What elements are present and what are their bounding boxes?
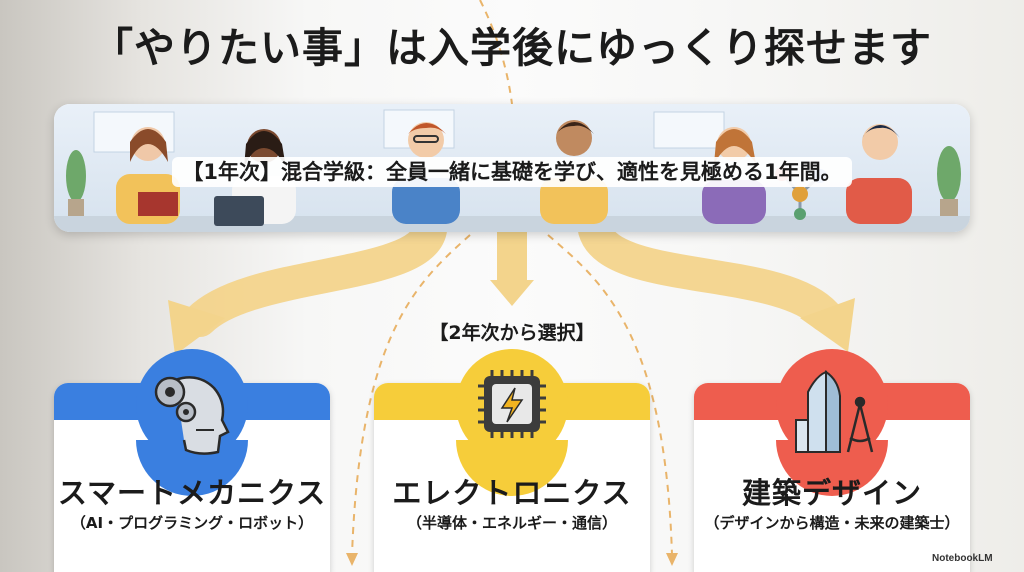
arrow-head-right bbox=[800, 298, 855, 352]
student-5 bbox=[702, 127, 766, 224]
slide-title: 「やりたい事」は入学後にゆっくり探せます bbox=[92, 24, 932, 72]
arrow-head-left bbox=[168, 300, 225, 355]
course-subtitle-mechanics: （AI・プログラミング・ロボット） bbox=[70, 514, 314, 532]
student-2 bbox=[214, 129, 296, 226]
student-6 bbox=[846, 124, 912, 224]
course-name-architecture: 建築デザイン bbox=[741, 476, 922, 510]
notebooklm-watermark: NotebookLM bbox=[932, 553, 993, 564]
student-1 bbox=[116, 127, 180, 224]
dashed-arrow-right bbox=[547, 234, 673, 556]
arrow-to-mechanics bbox=[183, 213, 447, 337]
course-subtitle-architecture: （デザインから構造・未来の建築士） bbox=[704, 514, 960, 532]
banner-text: 【1年次】混合学級：全員一緒に基礎を学び、適性を見極める1年間。 bbox=[172, 157, 852, 187]
student-4 bbox=[540, 120, 608, 224]
student-3 bbox=[392, 122, 460, 224]
plant-right bbox=[937, 146, 961, 221]
building-compass-icon bbox=[795, 370, 874, 453]
course-subtitle-electronics: （半導体・エネルギー・通信） bbox=[406, 514, 617, 532]
dashed-arrow-head-left bbox=[346, 553, 358, 566]
ai-robot-head-icon bbox=[154, 376, 230, 455]
selection-label: 【2年次から選択】 bbox=[429, 322, 595, 344]
dashed-arrow-head-right bbox=[666, 553, 678, 566]
course-name-mechanics: スマートメカニクス bbox=[57, 476, 327, 510]
microchip-lightning-icon bbox=[478, 370, 546, 438]
plant-left bbox=[66, 150, 86, 221]
course-name-electronics: エレクトロニクス bbox=[392, 476, 632, 510]
dashed-arrow-left bbox=[351, 234, 471, 556]
arrow-head-center bbox=[490, 280, 534, 306]
first-year-banner: 【1年次】混合学級：全員一緒に基礎を学び、適性を見極める1年間。 bbox=[54, 104, 970, 232]
dashed-line-top bbox=[479, 0, 513, 105]
arrow-to-architecture bbox=[578, 213, 842, 332]
